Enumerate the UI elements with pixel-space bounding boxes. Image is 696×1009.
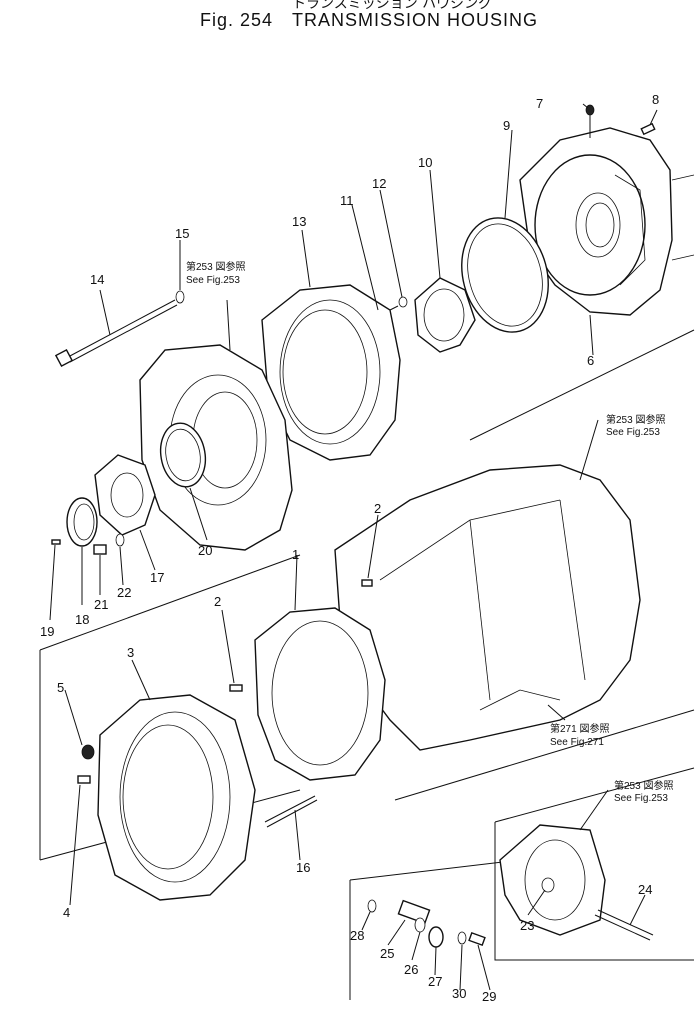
callout-22: 22	[117, 585, 131, 600]
callout-labels: 1 2 2 3 4 5 6 7 8 9 10 11 12 13 14 15 16…	[40, 92, 659, 1004]
section-line	[469, 329, 695, 441]
callout-23: 23	[520, 918, 534, 933]
callout-19: 19	[40, 624, 54, 639]
callout-10: 10	[418, 155, 432, 170]
callout-25: 25	[380, 946, 394, 961]
callout-30: 30	[452, 986, 466, 1001]
seal-part-20	[159, 422, 207, 488]
callout-28: 28	[350, 928, 364, 943]
callout-8: 8	[652, 92, 659, 107]
ref-jp-3: 第271 図参照	[550, 722, 609, 735]
callout-16: 16	[296, 860, 310, 875]
ref-jp-1: 第253 図参照	[186, 260, 245, 273]
ref-en-2: See Fig.253	[606, 427, 660, 438]
callout-15: 15	[175, 226, 189, 241]
o-ring-part-28	[367, 899, 377, 913]
dowel-pin-part-2	[229, 684, 243, 692]
callout-2: 2	[374, 501, 381, 516]
section-line	[39, 554, 301, 651]
ref-jp-2: 第253 図参照	[606, 413, 665, 426]
section-line	[394, 709, 695, 801]
callout-14: 14	[90, 272, 104, 287]
rear-housing-part-6	[519, 127, 695, 316]
callout-11: 11	[340, 193, 354, 208]
bolt-part-21	[93, 544, 107, 555]
inset-box	[494, 822, 694, 961]
pin-part-4	[77, 775, 91, 784]
callout-1: 1	[292, 547, 299, 562]
long-bolt-part-14	[54, 299, 178, 368]
rod-part-16	[264, 795, 318, 828]
callout-24: 24	[638, 882, 652, 897]
dowel-pin-part-2-upper	[361, 579, 373, 587]
washer-part-22	[115, 533, 125, 547]
callout-21: 21	[94, 597, 108, 612]
pin-part-8	[640, 122, 656, 136]
front-cover	[139, 344, 293, 551]
callout-6: 6	[587, 353, 594, 368]
ring-part-26	[414, 917, 426, 933]
washer-part-30	[457, 931, 467, 945]
front-ring-part-3	[97, 694, 256, 901]
plate-part-27	[428, 926, 444, 948]
cross-references: 第253 図参照 See Fig.253 第253 図参照 See Fig.25…	[186, 260, 673, 804]
callout-3: 3	[127, 645, 134, 660]
callout-7: 7	[536, 96, 543, 111]
callout-2-lower: 2	[214, 594, 221, 609]
pin-part-19	[51, 539, 61, 545]
small-parts-line	[349, 859, 521, 881]
inset-box-top	[494, 767, 695, 823]
callout-12: 12	[372, 176, 386, 191]
ref-en-3: See Fig.271	[550, 737, 604, 748]
japanese-title: トランスミッション ハウジング	[292, 0, 492, 12]
shaft-part-25	[397, 899, 431, 925]
plug-part-5	[81, 744, 95, 760]
callout-5: 5	[57, 680, 64, 695]
ring-part-1	[254, 607, 386, 781]
figure-title: TRANSMISSION HOUSING	[292, 10, 538, 30]
shaft-part-24	[594, 909, 654, 941]
washer-part-15	[175, 290, 185, 304]
seal-ring-part-9	[461, 217, 549, 333]
callout-29: 29	[482, 989, 496, 1004]
callout-26: 26	[404, 962, 418, 977]
ref-en-1: See Fig.253	[186, 275, 240, 286]
retainer-part-17	[94, 454, 156, 536]
callout-27: 27	[428, 974, 442, 989]
callout-9: 9	[503, 118, 510, 133]
seal-part-18	[66, 497, 98, 547]
washer-part-12	[398, 296, 408, 308]
figure-label: Fig. 254	[200, 10, 273, 30]
callout-17: 17	[150, 570, 164, 585]
bolt-part-29	[468, 931, 486, 947]
callout-18: 18	[75, 612, 89, 627]
plug-part-23	[541, 877, 555, 893]
plate-part-10	[414, 277, 476, 353]
callout-20: 20	[198, 543, 212, 558]
leader-lines	[49, 103, 658, 991]
callout-13: 13	[292, 214, 306, 229]
callout-4: 4	[63, 905, 70, 920]
ref-en-4: See Fig.253	[614, 793, 668, 804]
ref-jp-4: 第253 図参照	[614, 779, 673, 792]
